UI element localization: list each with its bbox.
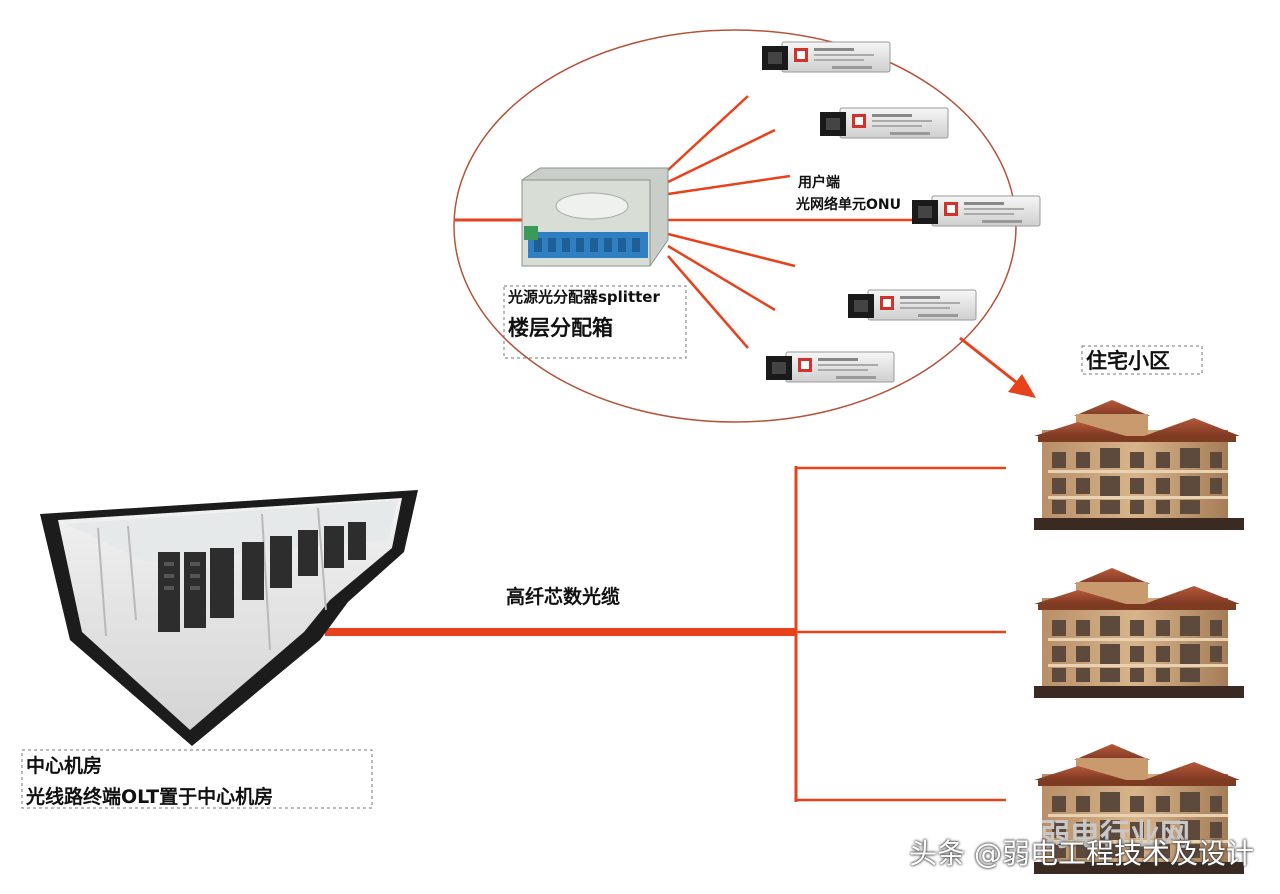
center-label-line1: 中心机房 — [26, 755, 103, 777]
center-label-box — [21, 749, 373, 809]
watermark: 头条 @弱电工程技术及设计 — [909, 837, 1254, 870]
building-icon — [1034, 568, 1244, 698]
residential-label: 住宅小区 — [1086, 349, 1170, 373]
splitter-label-line1: 光源光分配器splitter — [508, 288, 660, 306]
onu-label-line1: 用户端 — [798, 175, 840, 191]
data-center-room-icon — [40, 490, 418, 746]
splitter-label-box — [503, 285, 687, 359]
onu-label-line2: 光网络单元ONU — [796, 197, 901, 213]
center-label-line2: 光线路终端OLT置于中心机房 — [26, 786, 274, 808]
onu-module-icon — [911, 195, 1041, 227]
watermark-background-text: 弱电行业网 — [1040, 818, 1190, 853]
onu-module-icon — [847, 289, 977, 321]
cable-label: 高纤芯数光缆 — [506, 586, 621, 608]
onu-module-icon — [765, 351, 895, 383]
onu-module-icon — [819, 107, 949, 139]
splitter-label-line2: 楼层分配箱 — [508, 316, 613, 340]
building-icon — [1034, 400, 1244, 530]
onu-module-icon — [761, 41, 891, 73]
residential-label-box — [1081, 345, 1203, 375]
arrow-icon — [959, 336, 1036, 398]
splitter-fanout — [667, 95, 915, 349]
splitter-box-icon — [521, 167, 669, 267]
